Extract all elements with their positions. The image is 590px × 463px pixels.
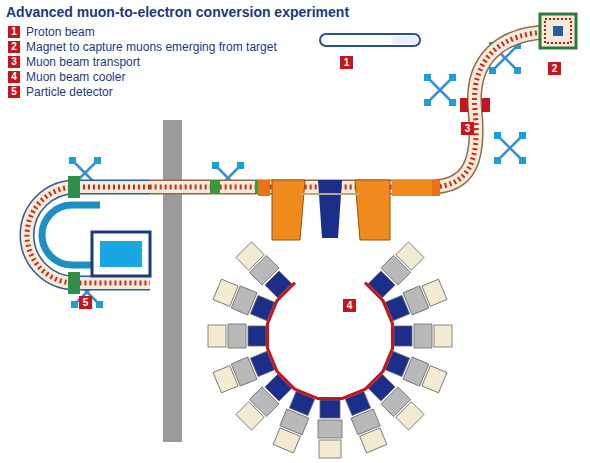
cooler-ring (208, 241, 452, 458)
beam-tip (392, 36, 418, 44)
legend-text: Magnet to capture muons emerging from ta… (26, 40, 277, 54)
callout-text: 5 (79, 296, 92, 309)
legend-swatch: 1 (8, 26, 20, 38)
callout-number: 5 (79, 296, 92, 309)
shield-wall (163, 120, 182, 442)
callout-number: 1 (340, 56, 353, 69)
legend-swatch: 2 (8, 41, 20, 53)
callout-number: 3 (461, 122, 474, 135)
legend-number: 2 (8, 41, 20, 53)
legend-swatch: 4 (8, 71, 20, 83)
legend-number: 3 (8, 56, 20, 68)
title: Advanced muon-to-electron conversion exp… (6, 4, 349, 20)
legend-text: Muon beam transport (26, 55, 140, 69)
legend-text: Muon beam cooler (26, 70, 125, 84)
legend-text: Proton beam (26, 25, 95, 39)
capture-magnet (540, 14, 576, 48)
callout-text: 2 (548, 62, 561, 75)
callout-text: 3 (461, 122, 474, 135)
particle-detector (92, 232, 150, 276)
callout-text: 1 (340, 56, 353, 69)
callout-number: 2 (548, 62, 561, 75)
ring-injection (258, 180, 440, 240)
proton-beam (320, 34, 420, 46)
legend-swatch: 5 (8, 86, 20, 98)
muon-transport (27, 32, 552, 283)
callout-number: 4 (343, 299, 356, 312)
legend-text: Particle detector (26, 85, 113, 99)
legend-number: 1 (8, 26, 20, 38)
legend-swatch: 3 (8, 56, 20, 68)
legend-number: 5 (8, 86, 20, 98)
legend-number: 4 (8, 71, 20, 83)
callout-text: 4 (343, 299, 356, 312)
